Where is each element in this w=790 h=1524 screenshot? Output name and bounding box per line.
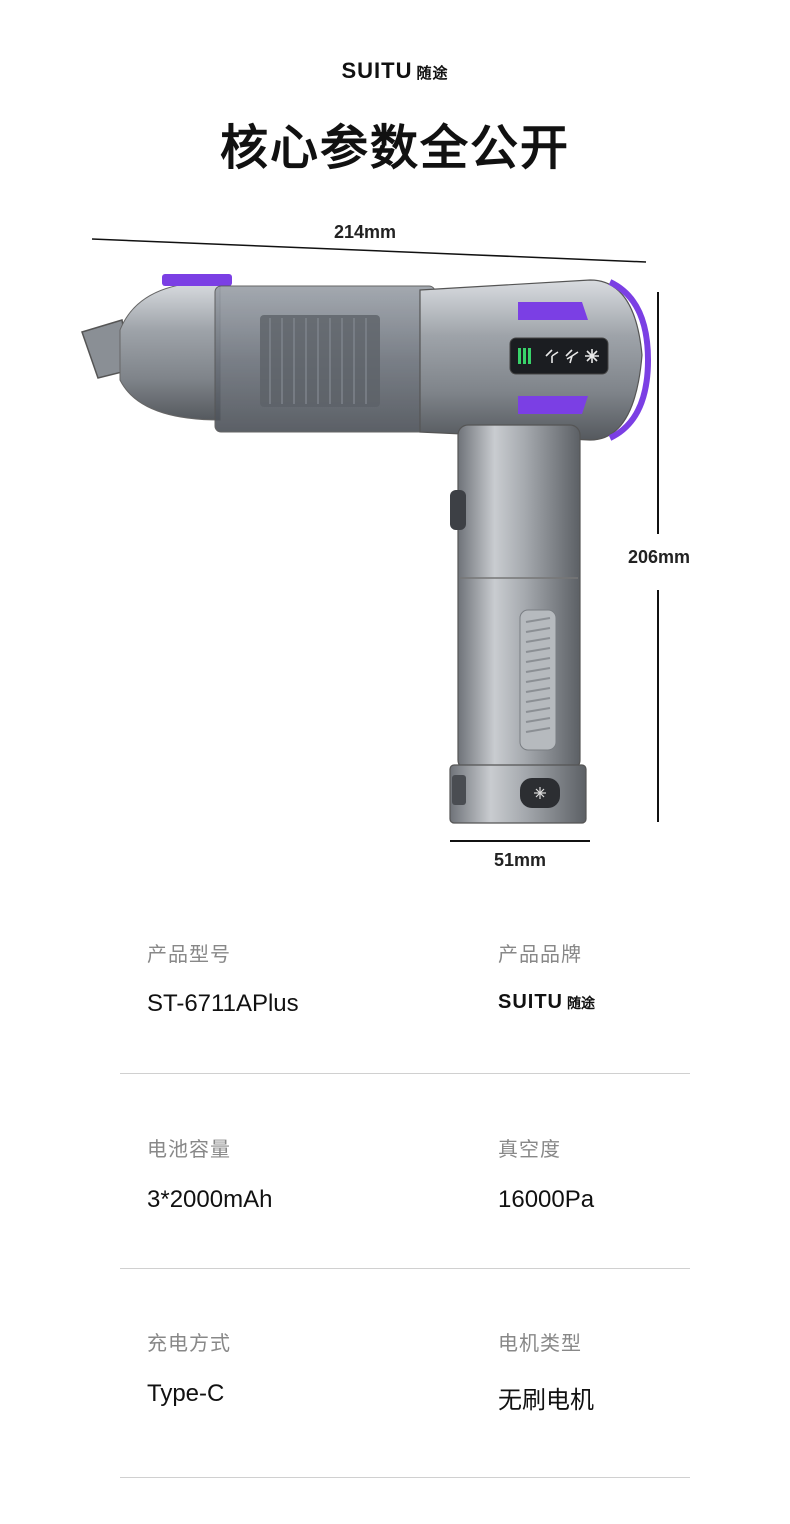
spec-brand-latin: SUITU [498,991,563,1013]
fan-mid-icon [565,349,579,364]
spec-value-charging: Type-C [147,1380,225,1407]
brand-logo-cn: 随途 [416,64,449,82]
width-dimension-line [450,840,590,842]
page-title: 核心参数全公开 [219,120,570,176]
spec-label-brand: 产品品牌 [498,942,582,966]
fan-low-icon [545,349,559,363]
spec-value-model: ST-6711APlus [147,990,299,1017]
display-panel [509,337,609,375]
spec-value-motor: 无刷电机 [498,1386,594,1414]
accent-top [518,302,588,320]
spec-divider-1 [120,1073,690,1074]
spec-divider-3 [120,1477,690,1478]
spec-label-model: 产品型号 [147,942,231,966]
spec-label-vacuum: 真空度 [498,1137,561,1161]
release-button [162,274,232,286]
height-dimension-line-bottom [657,590,659,822]
length-dimension-line [91,238,647,263]
spec-label-motor: 电机类型 [498,1331,582,1355]
spec-brand-cn: 随途 [567,996,595,1012]
width-label: 51mm [494,850,547,870]
spec-label-charging: 充电方式 [147,1331,231,1355]
fan-high-icon [585,349,599,363]
brand-logo-latin: SUITU [341,58,413,83]
spec-value-battery: 3*2000mAh [147,1186,273,1213]
battery-icon [518,348,531,364]
height-label: 206mm [628,547,691,567]
fan-button-icon [534,787,546,799]
charging-port [452,775,466,805]
vacuum-illustration [81,274,652,824]
height-dimension-line-top [657,292,659,534]
accent-bottom [518,396,588,414]
length-label: 214mm [334,222,397,242]
spec-label-battery: 电池容量 [147,1137,231,1161]
spec-value-vacuum: 16000Pa [498,1186,595,1213]
spec-divider-2 [120,1268,690,1269]
power-switch [450,490,466,530]
